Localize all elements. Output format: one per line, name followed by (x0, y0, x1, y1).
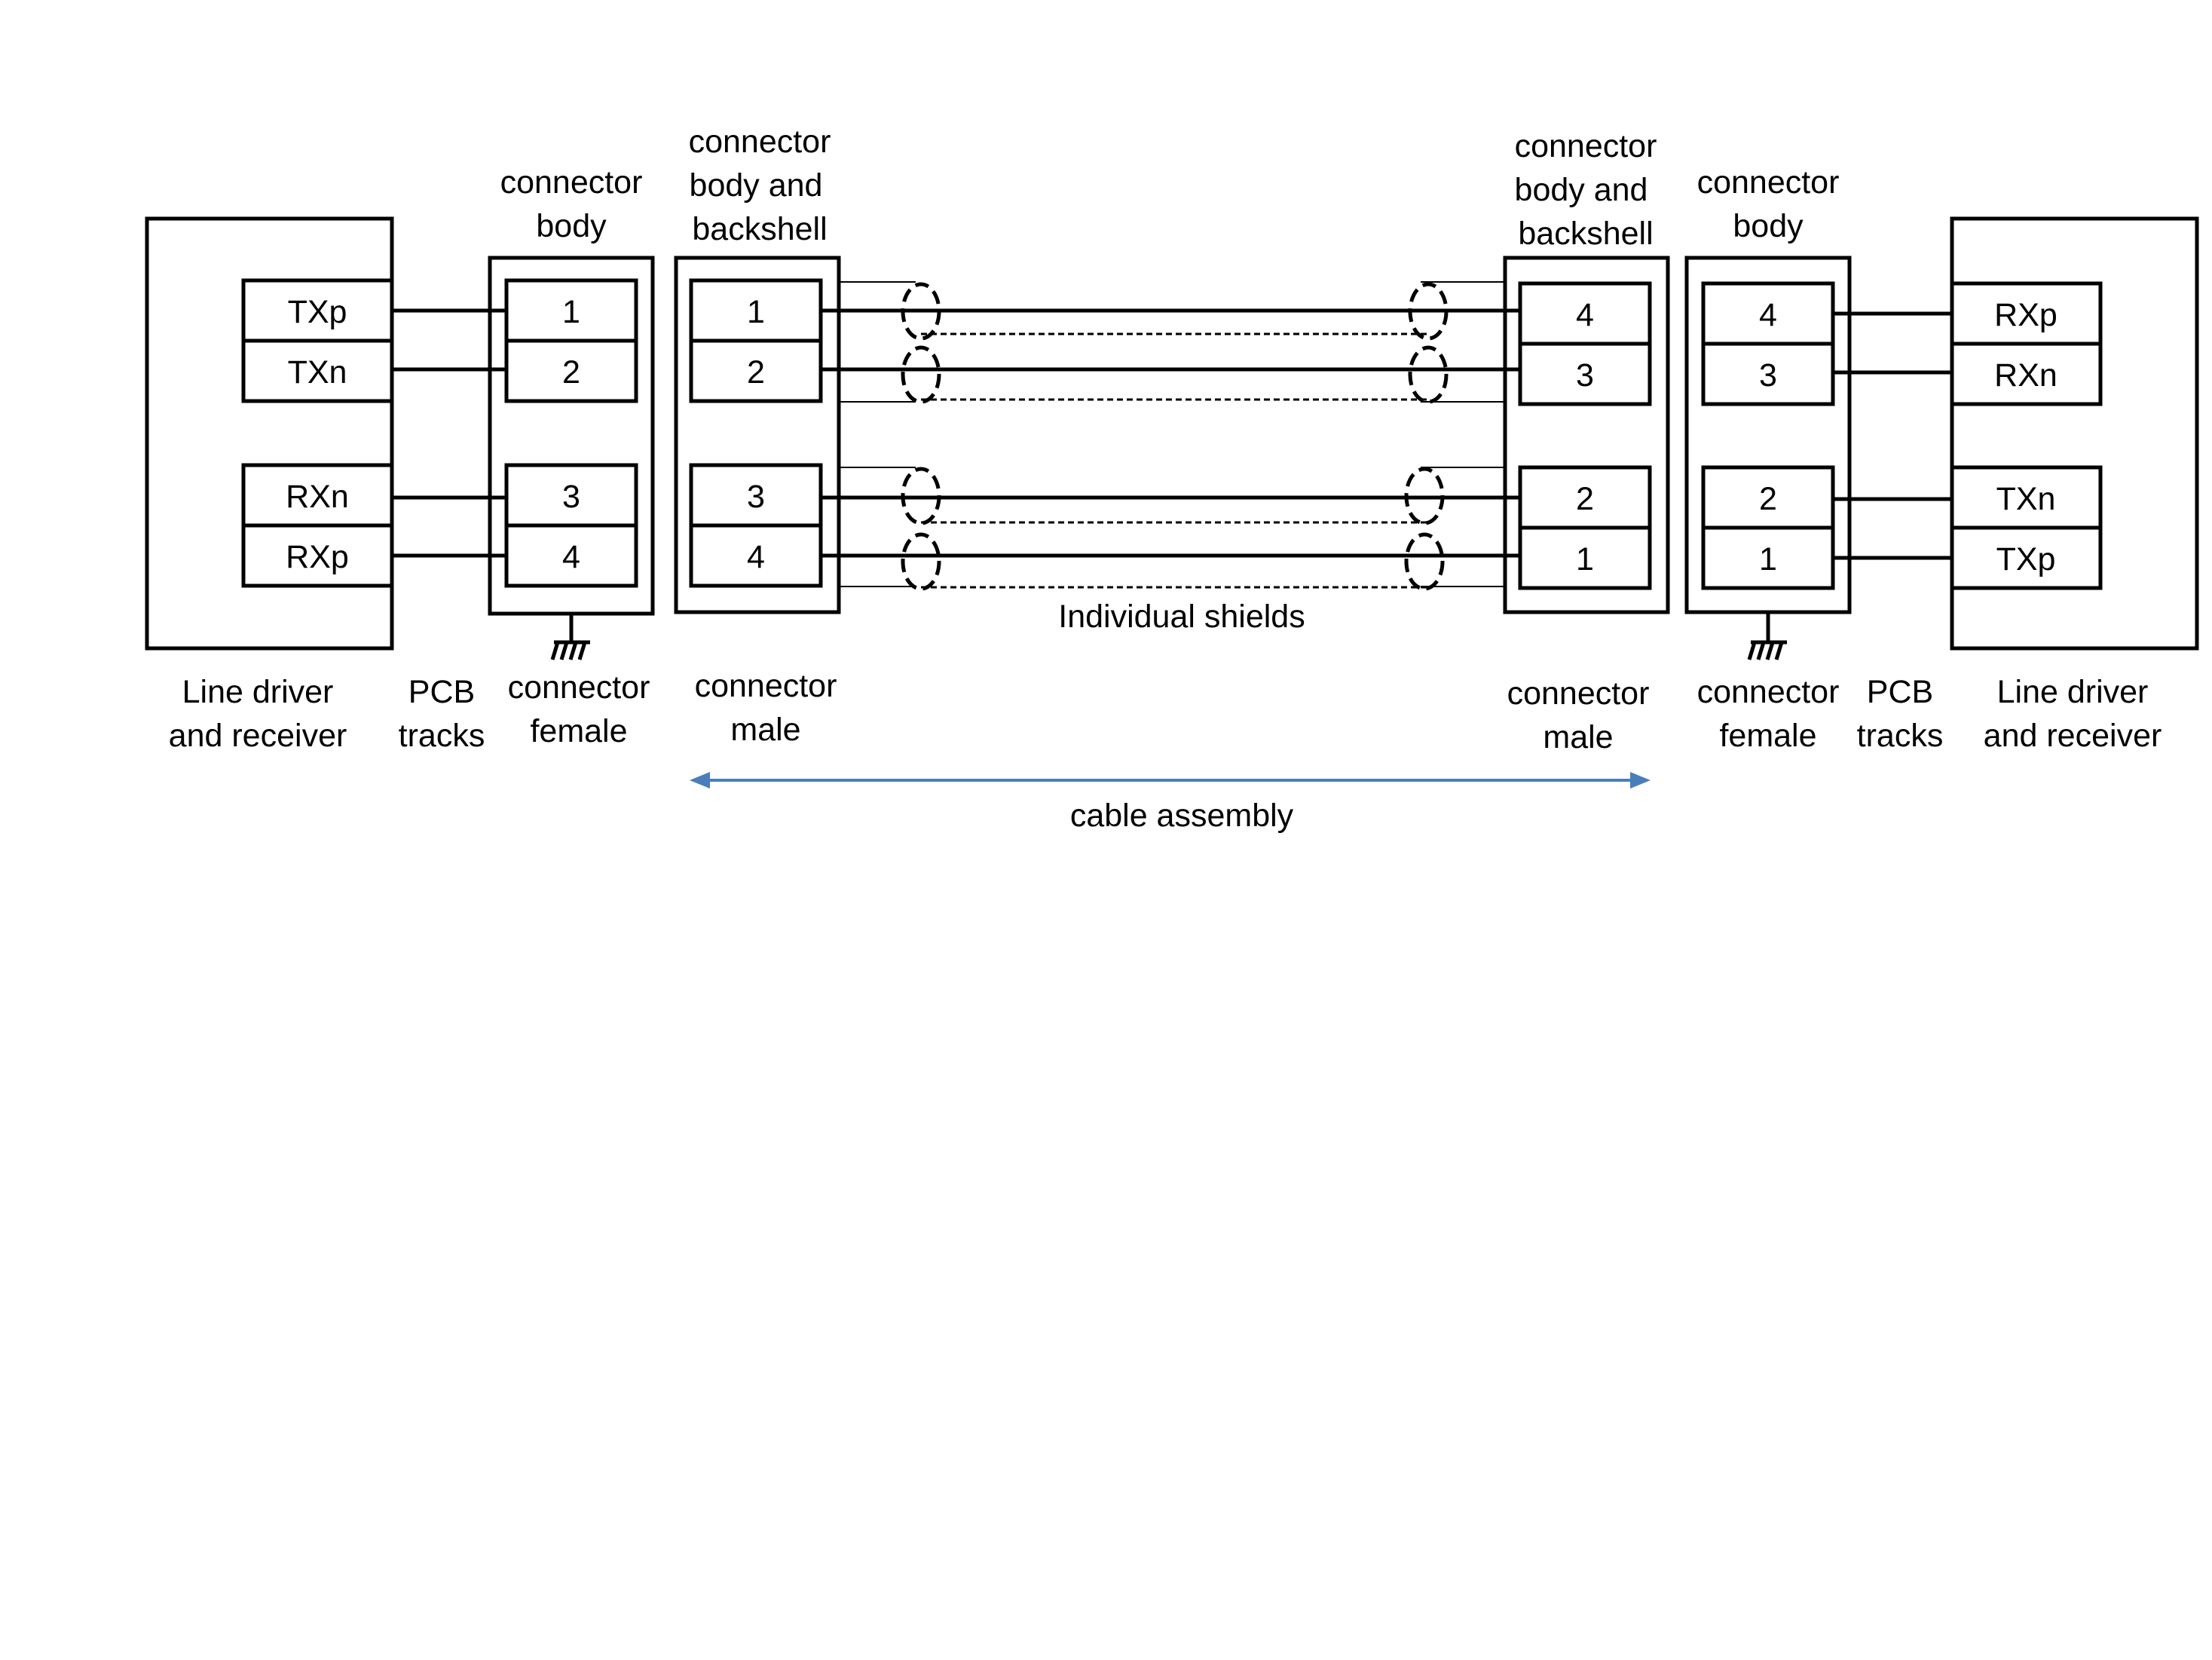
left-male-pin-number: 1 (747, 294, 765, 330)
individual-shields-label: Individual shields (1058, 599, 1305, 635)
left-female-pin-box (504, 523, 638, 588)
right-female-pins: 4 3 2 1 (1701, 281, 1835, 590)
svg-text:connector: connector (508, 669, 650, 706)
ground-icon (550, 614, 590, 660)
svg-text:male: male (730, 712, 800, 748)
svg-text:connector: connector (695, 668, 837, 704)
svg-text:Line driver: Line driver (1997, 674, 2149, 710)
left-pin-label: RXn (286, 479, 349, 515)
right-female-pin-number: 1 (1759, 541, 1777, 577)
left-device-label: Line driver and receiver (169, 674, 347, 754)
right-male-pin-number: 1 (1576, 541, 1594, 577)
left-pin-label: RXp (286, 539, 349, 575)
svg-text:male: male (1543, 719, 1613, 755)
left-female-pin-number: 1 (562, 294, 580, 330)
svg-text:body and: body and (1515, 172, 1648, 208)
ground-icon (1747, 612, 1787, 660)
right-male-label: connector male (1507, 675, 1650, 755)
right-male-body-label: connector body and backshell (1515, 128, 1657, 252)
left-female-body-label: connector body (500, 164, 643, 244)
right-pin-label: RXp (1994, 297, 2057, 333)
right-pcb-label: PCB tracks (1857, 674, 1944, 754)
right-male-pin-box (1518, 525, 1652, 590)
left-pin-label: TXn (288, 354, 347, 390)
svg-text:connector: connector (500, 164, 643, 201)
right-female-pin-number: 2 (1759, 481, 1777, 517)
right-device-pins: RXp RXn TXn TXp (1950, 281, 2103, 590)
cable-assembly-label: cable assembly (1070, 798, 1294, 834)
svg-text:backshell: backshell (692, 211, 827, 247)
left-female-pin-number: 4 (562, 539, 580, 575)
left-female-label: connector female (508, 669, 650, 749)
right-female-label: connector female (1697, 674, 1840, 754)
left-male-label: connector male (695, 668, 837, 748)
svg-text:body and: body and (690, 167, 823, 204)
right-female-body-label: connector body (1697, 164, 1840, 244)
svg-text:Line driver: Line driver (182, 674, 334, 710)
right-male-connector-body (1503, 256, 1670, 614)
left-pcb-label: PCB tracks (399, 674, 485, 754)
svg-text:female: female (1719, 718, 1816, 754)
left-male-pin-number: 2 (747, 354, 765, 390)
right-pin-label: TXn (1996, 481, 2056, 517)
shield-ellipse-icon (901, 282, 1449, 591)
right-male-pin-number: 2 (1576, 481, 1594, 517)
svg-text:PCB: PCB (1867, 674, 1933, 710)
svg-text:connector: connector (689, 124, 831, 160)
svg-text:body: body (536, 208, 607, 244)
left-female-pins: 1 2 3 4 (504, 278, 638, 588)
right-male-pin-number: 3 (1576, 357, 1594, 394)
left-male-pins: 1 2 3 4 (689, 278, 823, 588)
right-male-pin-box (1518, 341, 1652, 406)
left-female-pin-box (504, 338, 638, 403)
right-pin-label: RXn (1994, 357, 2057, 394)
svg-text:backshell: backshell (1518, 216, 1653, 252)
svg-text:female: female (530, 713, 627, 749)
right-pcb-tracks (1833, 311, 1952, 560)
svg-text:and receiver: and receiver (1984, 718, 2162, 754)
right-device-box (1950, 216, 2199, 651)
svg-text:PCB: PCB (408, 674, 475, 710)
right-device-label: Line driver and receiver (1984, 674, 2162, 754)
left-device-box (145, 216, 394, 651)
left-female-pin-number: 3 (562, 479, 580, 515)
svg-text:body: body (1733, 208, 1804, 244)
right-pin-box-2 (1950, 341, 2103, 406)
left-male-pin-number: 4 (747, 539, 765, 575)
right-pin-box-4 (1950, 525, 2103, 590)
double-arrow-icon (690, 772, 1651, 789)
right-male-pins: 4 3 2 1 (1518, 281, 1652, 590)
left-pin-label: TXp (288, 294, 347, 330)
left-device-pins: TXp TXn RXn RXp (241, 278, 394, 588)
svg-text:connector: connector (1507, 675, 1650, 712)
svg-text:and receiver: and receiver (169, 718, 347, 754)
shield-drain-lines (839, 281, 1505, 589)
svg-text:tracks: tracks (399, 718, 485, 754)
svg-text:tracks: tracks (1857, 718, 1944, 754)
right-male-pin-number: 4 (1576, 297, 1594, 333)
left-female-pin-number: 2 (562, 354, 580, 390)
svg-text:connector: connector (1697, 164, 1840, 201)
svg-text:connector: connector (1515, 128, 1657, 164)
right-female-pin-number: 3 (1759, 357, 1777, 394)
right-pin-label: TXp (1996, 541, 2056, 577)
right-female-pin-number: 4 (1759, 297, 1777, 333)
left-male-pin-number: 3 (747, 479, 765, 515)
left-pcb-tracks (392, 308, 506, 558)
svg-text:connector: connector (1697, 674, 1840, 710)
left-male-body-label: connector body and backshell (689, 124, 831, 247)
left-male-connector-body (674, 256, 841, 614)
